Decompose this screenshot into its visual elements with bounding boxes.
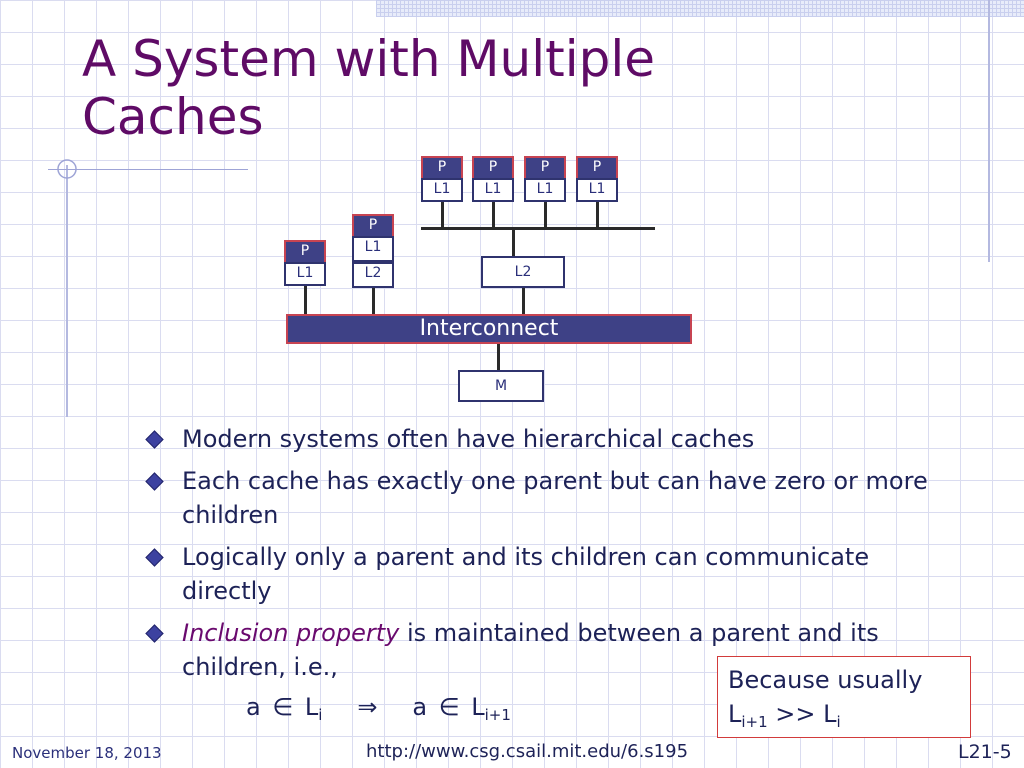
l1-cache-box: L1	[284, 262, 326, 286]
title-line-2: Caches	[82, 88, 264, 146]
left-decor-line	[66, 165, 68, 417]
processor-box: P	[284, 240, 326, 262]
l1-link	[492, 202, 495, 228]
l1-link	[441, 202, 444, 228]
bullet-item: Each cache has exactly one parent but ca…	[140, 464, 940, 532]
implies-symbol: ⇒	[357, 693, 378, 721]
l1-cache-box: L1	[472, 178, 514, 202]
element-of-symbol: ∈	[438, 693, 460, 721]
processor-box: P	[472, 156, 514, 178]
note-line-1: Because usually	[728, 666, 923, 694]
bullet-list: Modern systems often have hierarchical c…	[140, 422, 940, 692]
note-line-2: Li+1 >> Li	[728, 700, 841, 731]
l1-to-interconnect-link	[304, 286, 307, 314]
note-box: Because usually Li+1 >> Li	[717, 656, 971, 738]
right-decor-line	[988, 0, 990, 262]
top-decor-band	[376, 0, 1024, 17]
bullet-item: Modern systems often have hierarchical c…	[140, 422, 940, 456]
processor-box: P	[421, 156, 463, 178]
interconnect-to-memory-link	[497, 344, 500, 370]
l1-cache-box: L1	[421, 178, 463, 202]
inclusion-formula: a ∈ Li ⇒ a ∈ Li+1	[246, 693, 511, 724]
inclusion-property-emphasis: Inclusion property	[182, 619, 400, 647]
bullet-item: Inclusion property is maintained between…	[140, 616, 940, 684]
title-underline	[48, 169, 248, 170]
bullet-item: Logically only a parent and its children…	[140, 540, 940, 608]
processor-box: P	[524, 156, 566, 178]
diamond-bullet-icon	[145, 430, 164, 449]
memory-box: M	[458, 370, 544, 402]
shared-bus	[421, 227, 655, 230]
footer-date: November 18, 2013	[12, 744, 162, 762]
l2-cache-box: L2	[352, 262, 394, 288]
l2-to-interconnect-link	[522, 288, 525, 314]
footer-url: http://www.csg.csail.mit.edu/6.s195	[366, 741, 689, 762]
diamond-bullet-icon	[145, 624, 164, 643]
slide-title: A System with Multiple Caches	[82, 30, 655, 146]
element-of-symbol: ∈	[272, 693, 294, 721]
bus-to-l2-link	[512, 229, 515, 256]
l1-cache-box: L1	[352, 236, 394, 262]
l1-cache-box: L1	[524, 178, 566, 202]
crosshair-icon	[57, 159, 77, 179]
diamond-bullet-icon	[145, 548, 164, 567]
l1-cache-box: L1	[576, 178, 618, 202]
l1-link	[544, 202, 547, 228]
interconnect-bar: Interconnect	[286, 314, 692, 344]
l1-link	[596, 202, 599, 228]
diamond-bullet-icon	[145, 472, 164, 491]
processor-box: P	[352, 214, 394, 236]
shared-l2-cache-box: L2	[481, 256, 565, 288]
title-line-1: A System with Multiple	[82, 30, 656, 88]
slide-number: L21-5	[958, 741, 1012, 763]
processor-box: P	[576, 156, 618, 178]
l2-to-interconnect-link	[372, 288, 375, 314]
